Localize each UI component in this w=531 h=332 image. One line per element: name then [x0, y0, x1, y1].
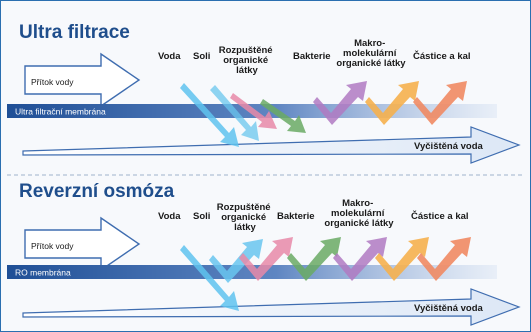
uf-arrow-voda — [180, 83, 239, 147]
ro-arrow-kal — [417, 237, 471, 281]
uf-arrow-soli — [210, 85, 259, 141]
uf-label-bakterie: Bakterie — [293, 51, 331, 62]
ro-outflow-arrow — [22, 288, 521, 326]
ro-arrow-castice — [375, 237, 429, 281]
uf-outflow-label: Vyčištěná voda — [414, 141, 484, 152]
uf-arrow-makro — [313, 81, 367, 125]
uf-section: Ultra filtrace Přítok vody Voda Soli Roz… — [7, 22, 521, 164]
ro-label-castice: Částice a kal — [411, 210, 469, 222]
uf-arrow-castice — [365, 81, 419, 125]
ro-arrow-makro — [333, 237, 387, 281]
uf-label-castice: Částice a kal — [413, 50, 471, 62]
ro-label-bakterie: Bakterie — [277, 211, 315, 222]
ro-label-soli: Soli — [193, 211, 210, 222]
uf-label-voda: Voda — [158, 51, 181, 62]
uf-inflow-label: Přítok vody — [31, 77, 74, 87]
uf-arrow-organic — [230, 93, 277, 129]
ro-title: Reverzní osmóza — [19, 181, 175, 202]
uf-outflow-arrow — [22, 126, 521, 164]
uf-label-soli: Soli — [193, 51, 210, 62]
uf-arrow-bakterie — [260, 99, 306, 133]
uf-label-organic: Rozpuštěné organické látky — [219, 45, 275, 76]
ro-section: Reverzní osmóza Přítok vody Voda Soli Ro… — [7, 181, 521, 326]
ro-arrow-voda — [180, 245, 239, 311]
ro-arrow-bakterie — [287, 237, 341, 281]
uf-membrane-label: Ultra filtrační membrána — [15, 107, 106, 117]
ro-inflow-arrow — [24, 216, 141, 272]
ro-outflow-label: Vyčištěná voda — [414, 303, 484, 314]
ro-arrow-organic — [239, 237, 293, 281]
ro-label-makro: Makro- molekulární organické látky — [324, 198, 394, 229]
ro-arrow-soli — [209, 239, 263, 283]
ro-label-organic: Rozpuštěné organické látky — [217, 202, 273, 233]
ro-inflow-label: Přítok vody — [31, 241, 74, 251]
uf-label-makro: Makro- molekulární organické látky — [336, 38, 406, 69]
ro-membrane-label: RO membrána — [15, 268, 71, 278]
uf-inflow-arrow — [24, 52, 141, 108]
uf-arrow-kal — [413, 81, 467, 125]
ro-label-voda: Voda — [158, 211, 181, 222]
uf-title: Ultra filtrace — [19, 22, 130, 43]
